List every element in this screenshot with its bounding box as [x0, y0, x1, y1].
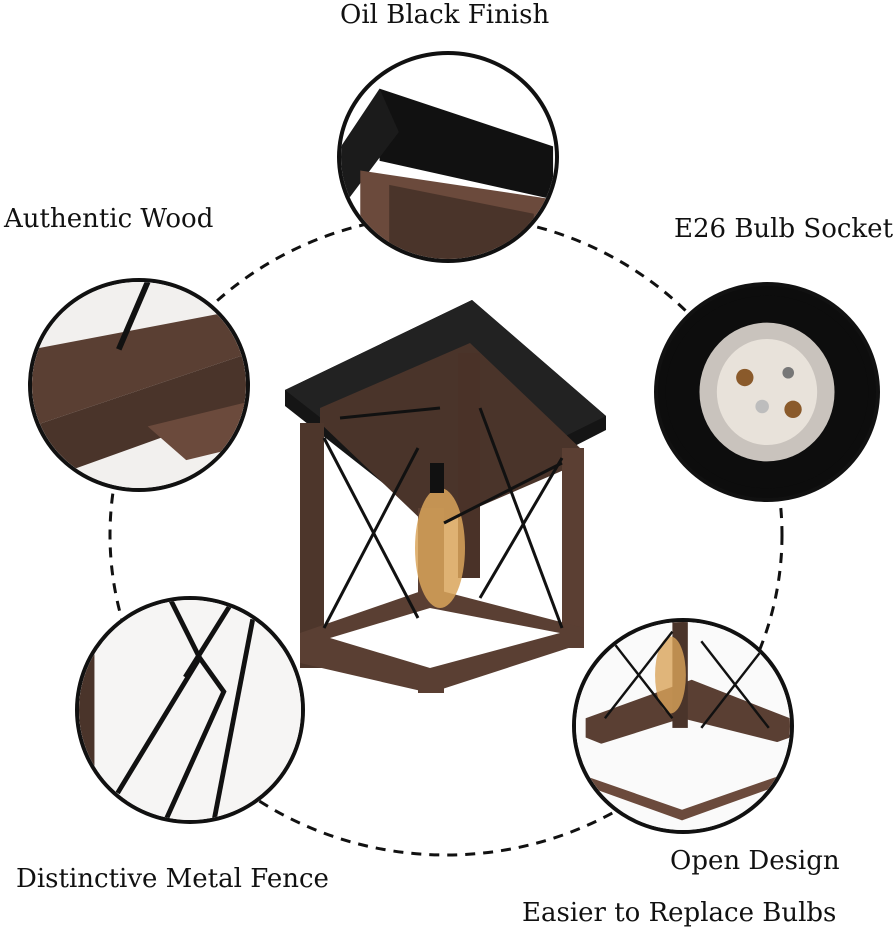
wood-frame-detail [28, 278, 250, 492]
canopy-detail [337, 51, 559, 263]
label-oil-black-finish: Oil Black Finish [340, 0, 550, 30]
label-authentic-wood: Authentic Wood [4, 204, 214, 234]
bulb-socket-detail [654, 282, 880, 502]
label-e26-bulb-socket: E26 Bulb Socket [674, 214, 894, 244]
label-open-design: Open Design [670, 846, 840, 876]
label-distinctive-metal-fence: Distinctive Metal Fence [16, 864, 329, 894]
label-easier-to-replace-bulbs: Easier to Replace Bulbs [522, 898, 837, 928]
open-design-detail [572, 618, 794, 834]
metal-fence-detail [75, 596, 305, 824]
ceiling-light-fixture [285, 300, 606, 693]
